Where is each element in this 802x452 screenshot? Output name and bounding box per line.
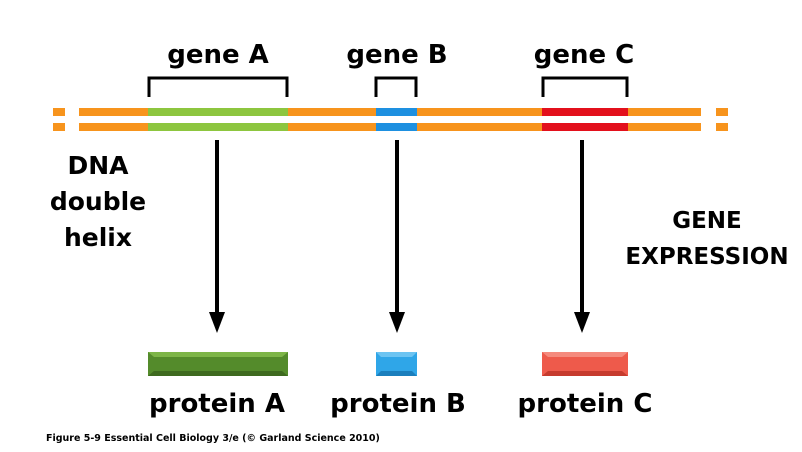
protein-a-label: protein A bbox=[149, 389, 285, 419]
protein-b-box bbox=[376, 352, 417, 376]
dna-dash-right-top bbox=[716, 108, 728, 116]
dna-label-line-3: helix bbox=[63, 223, 133, 252]
gene-expression-line-1: GENE bbox=[672, 208, 742, 234]
expression-arrow-b bbox=[389, 140, 405, 333]
protein-a-box bbox=[148, 352, 288, 376]
dna-double-helix-label: DNA double helix bbox=[28, 148, 168, 256]
protein-c-box bbox=[542, 352, 628, 376]
gene-expression-line-2: EXPRESSION bbox=[625, 244, 789, 270]
gene-b-bracket bbox=[374, 76, 418, 97]
gene-a-label: gene A bbox=[167, 40, 269, 70]
gene-a-segment bbox=[148, 108, 288, 131]
gene-c-bracket bbox=[541, 76, 629, 97]
dna-label-line-2: double bbox=[49, 187, 147, 216]
gene-expression-label: GENE EXPRESSION bbox=[612, 203, 802, 275]
gene-c-segment bbox=[542, 108, 628, 131]
dna-dash-left-bottom bbox=[53, 123, 65, 131]
gene-c-label: gene C bbox=[534, 40, 635, 70]
dna-dash-right-bottom bbox=[716, 123, 728, 131]
protein-c-label: protein C bbox=[518, 389, 653, 419]
gene-a-bracket bbox=[147, 76, 289, 97]
gene-b-segment bbox=[376, 108, 417, 131]
protein-b-label: protein B bbox=[330, 389, 466, 419]
dna-label-line-1: DNA bbox=[67, 151, 129, 180]
expression-arrow-c bbox=[574, 140, 590, 333]
dna-dash-left-top bbox=[53, 108, 65, 116]
figure-caption: Figure 5-9 Essential Cell Biology 3/e (©… bbox=[46, 433, 380, 444]
gene-b-label: gene B bbox=[346, 40, 447, 70]
expression-arrow-a bbox=[209, 140, 225, 333]
